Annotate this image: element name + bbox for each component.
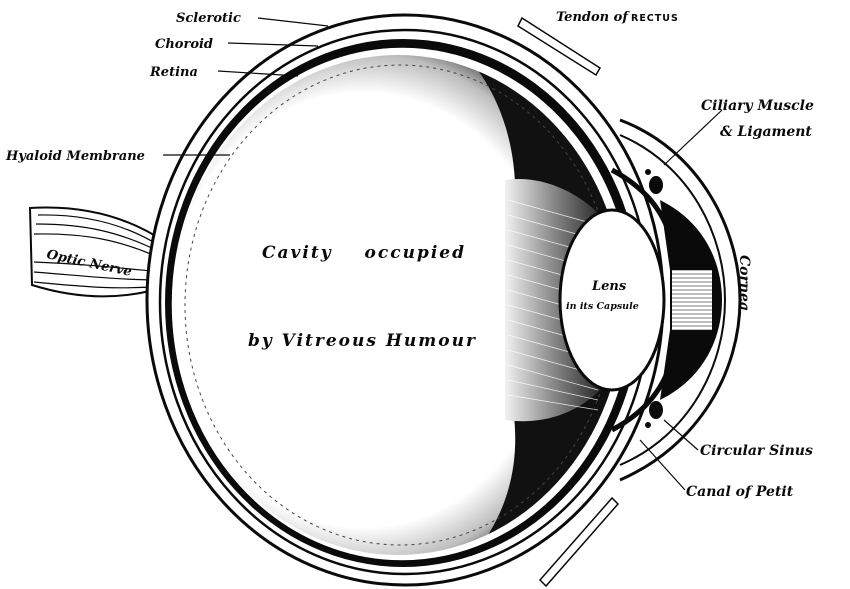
label-cornea: Cornea — [736, 255, 752, 311]
label-choroid: Choroid — [155, 37, 213, 52]
label-in-its-capsule: in its Capsule — [566, 301, 639, 312]
ciliary-muscle-shape — [649, 176, 663, 194]
label-cavity-occupied: Cavity occupied — [262, 243, 466, 263]
label-hyaloid-membrane: Hyaloid Membrane — [5, 149, 145, 164]
label-retina: Retina — [149, 65, 198, 80]
label-ligament: & Ligament — [720, 124, 812, 140]
circular-sinus-shape — [649, 401, 663, 419]
label-tendon-of: Tendon of — [556, 10, 630, 25]
lens-shape — [560, 210, 664, 390]
label-circular-sinus: Circular Sinus — [700, 443, 813, 459]
label-canal-of-petit: Canal of Petit — [686, 484, 794, 500]
label-ciliary-muscle: Ciliary Muscle — [701, 98, 814, 114]
label-rectus: RECTUS — [631, 13, 679, 24]
label-vitreous-humour: by Vitreous Humour — [248, 331, 477, 351]
label-sclerotic: Sclerotic — [176, 11, 241, 26]
label-lens: Lens — [591, 279, 627, 294]
